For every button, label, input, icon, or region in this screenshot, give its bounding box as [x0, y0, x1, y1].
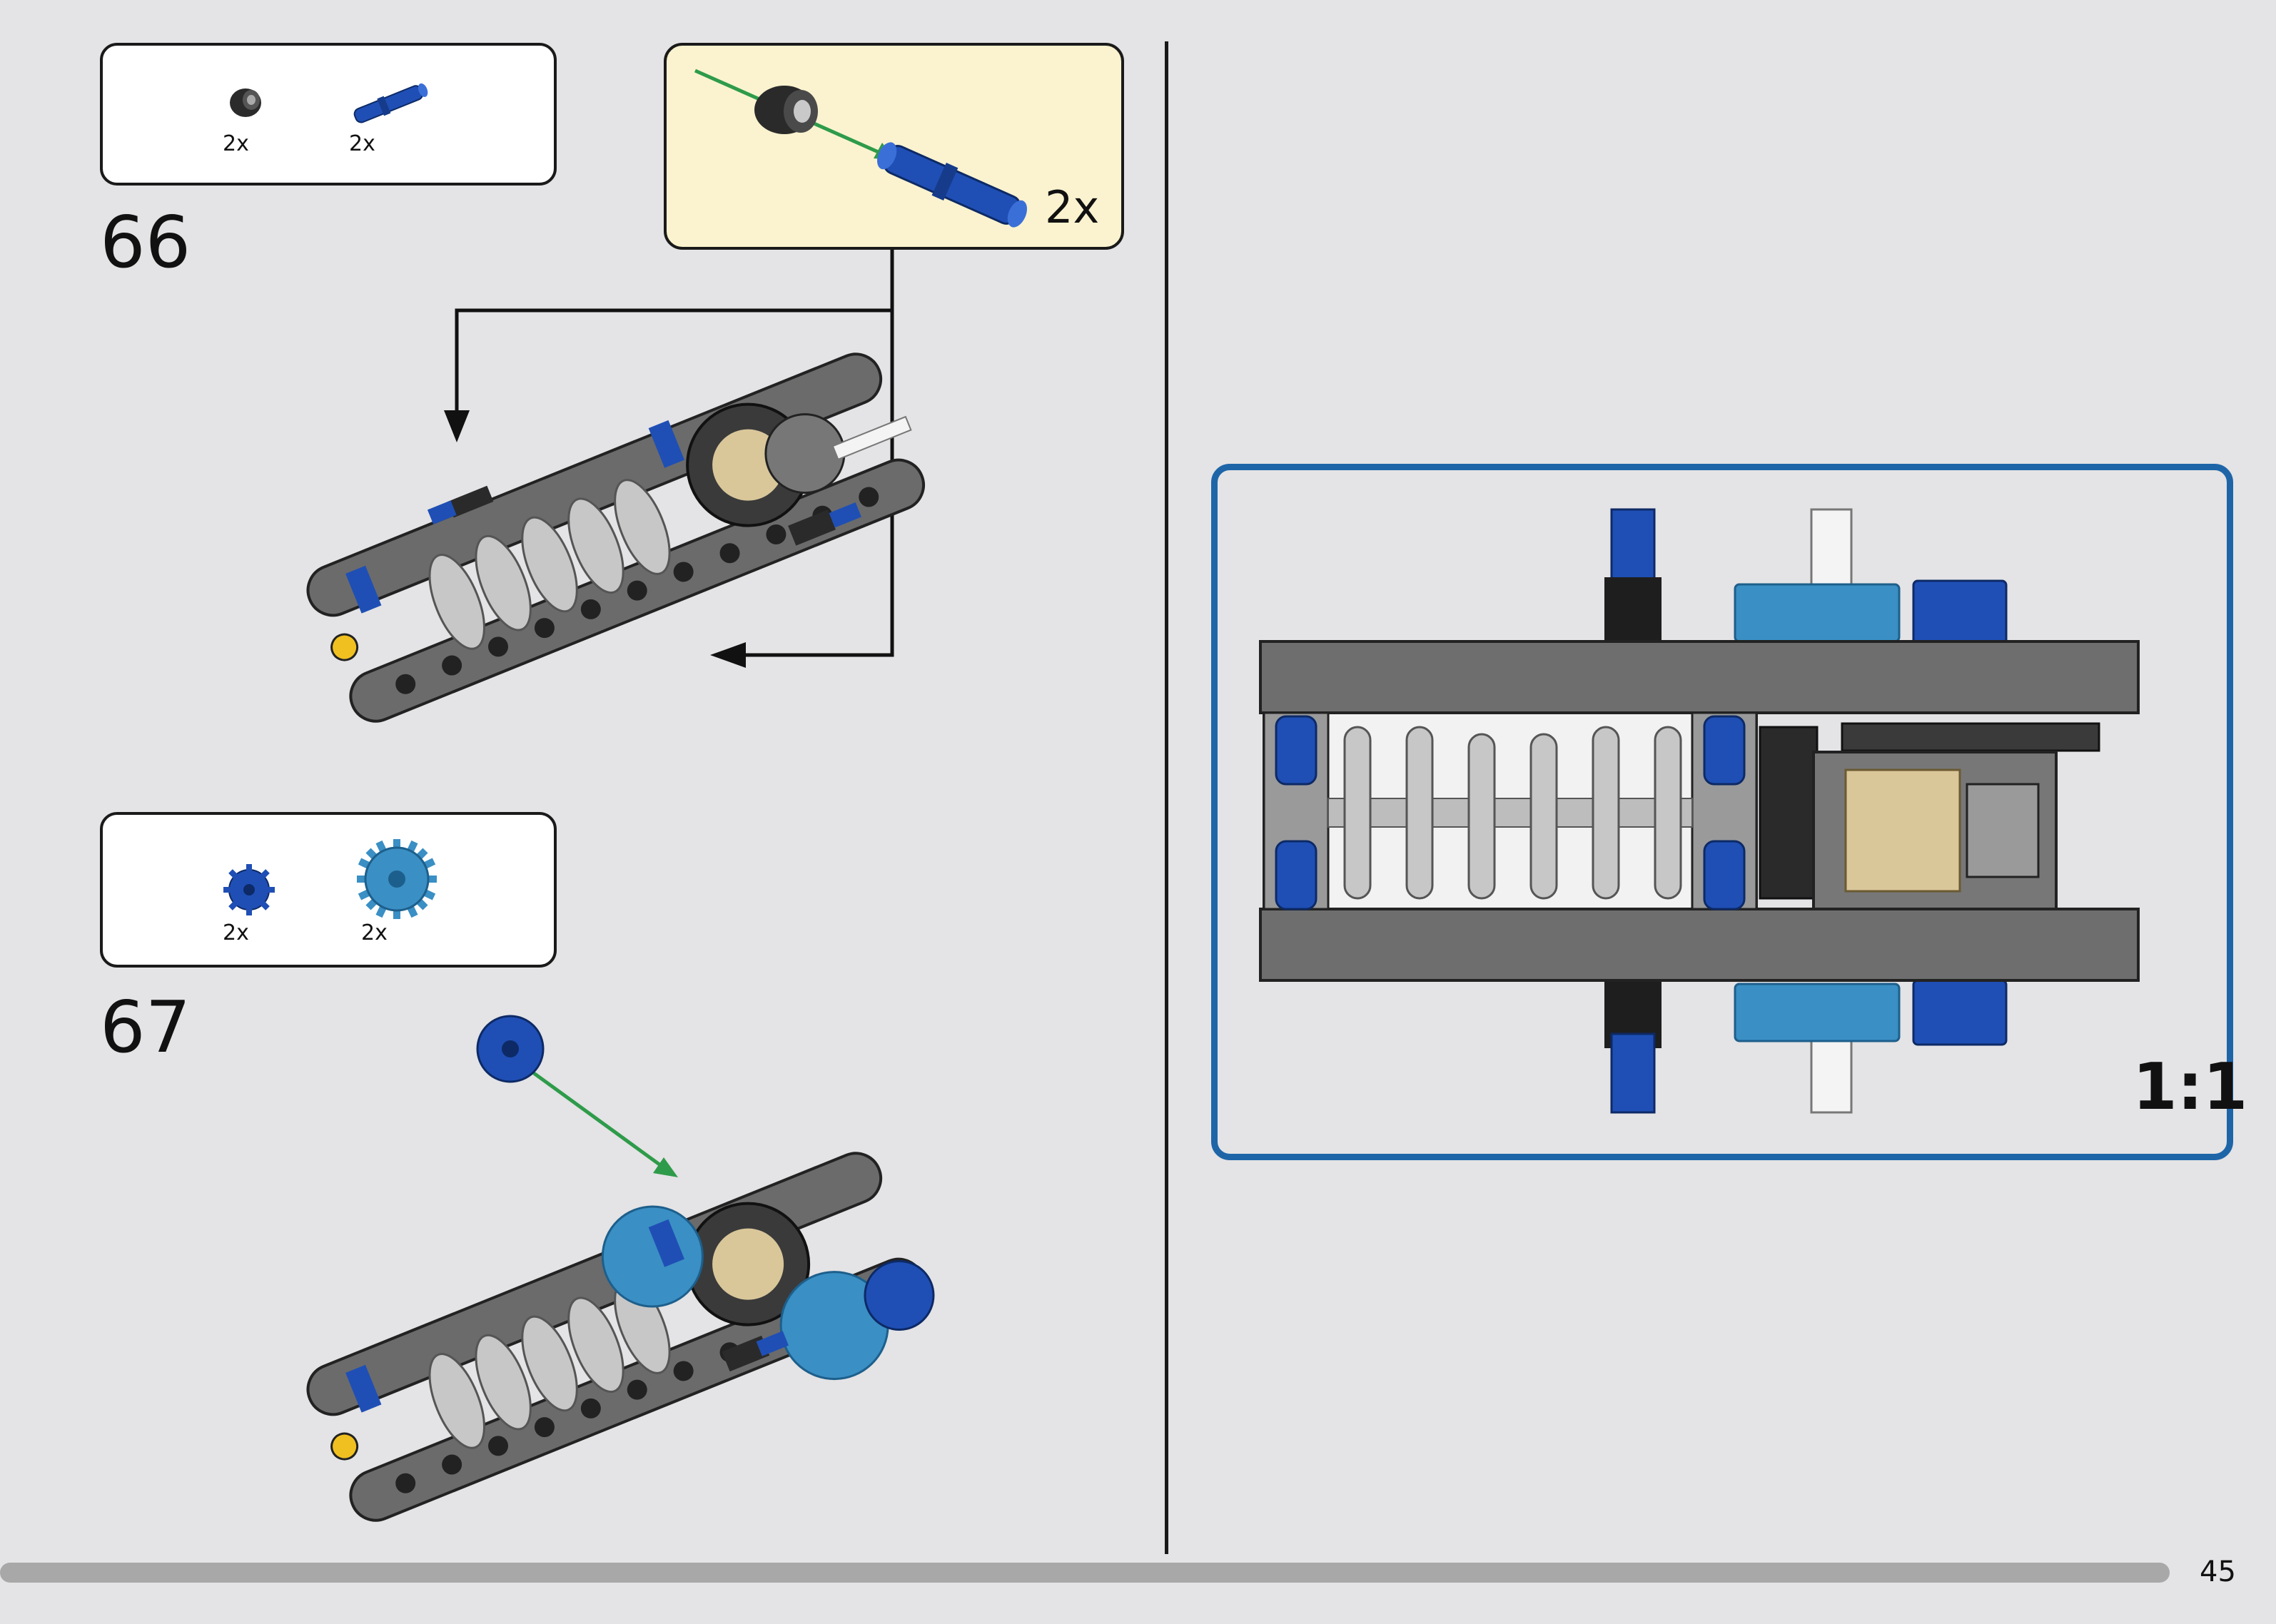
parts-list-step-67: 2x 2x: [100, 812, 557, 968]
azure-gear-20-tooth-icon: [357, 839, 437, 919]
part-qty: 2x: [223, 131, 249, 156]
part-qty: 2x: [349, 131, 375, 156]
step-66-model: [306, 352, 925, 723]
scale-callout: 1:1: [1211, 464, 2247, 1160]
step-number: 66: [100, 201, 191, 284]
page-number: 45: [2200, 1556, 2236, 1588]
parts-list-step-66: 2x 2x: [100, 43, 557, 186]
part-qty: 2x: [361, 920, 388, 945]
scale-label: 1:1: [2133, 1050, 2248, 1125]
black-bush-icon: [230, 88, 261, 117]
subassembly-illustration: [694, 68, 1028, 228]
top-view-illustration: [1259, 508, 2140, 1114]
progress-bar: [0, 1563, 2170, 1583]
part-qty: 2x: [223, 920, 249, 945]
step-67-model: [306, 1015, 935, 1522]
step-number: 67: [100, 985, 191, 1069]
blue-gear-12-tooth-icon: [223, 864, 275, 915]
subassembly-qty: 2x: [1045, 181, 1100, 233]
subassembly-callout: 2x: [664, 43, 1124, 250]
blue-axle-pin-icon: [353, 83, 428, 123]
page-divider: [1165, 41, 1168, 1554]
